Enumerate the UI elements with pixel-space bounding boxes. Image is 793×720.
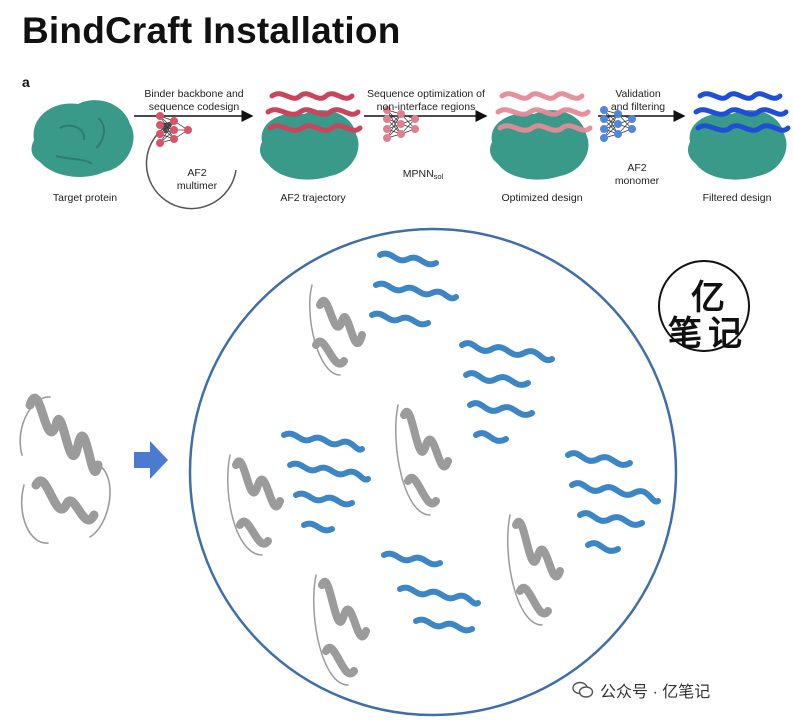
network-label-af2-monomer: AF2 monomer: [610, 162, 664, 188]
network-label-line: multimer: [176, 180, 218, 192]
binder-complex: [507, 450, 661, 626]
network-node: [397, 120, 405, 128]
network-label-main: MPNN: [402, 168, 434, 180]
binder-complex: [313, 550, 481, 686]
network-label-subscript: sol: [433, 172, 444, 181]
design-illustration: [19, 227, 678, 717]
network-label-line: AF2: [187, 167, 207, 179]
arrow-label-line: and filtering: [610, 101, 666, 113]
network-node: [184, 126, 192, 134]
network-label-af2-multimer: AF2 multimer: [172, 167, 222, 193]
network-node: [614, 110, 622, 118]
network-node: [156, 130, 164, 138]
binder-complex: [227, 430, 371, 556]
network-node: [156, 139, 164, 147]
af2-monomer-network-icon: [600, 106, 636, 142]
step-label-filtered-design: Filtered design: [702, 192, 772, 204]
recycle-arc: [145, 122, 237, 210]
network-node: [383, 125, 391, 133]
network-node: [628, 115, 636, 123]
arrow-label-line: Validation: [615, 88, 661, 100]
network-node: [170, 126, 178, 134]
step-label-target-protein: Target protein: [52, 192, 118, 204]
wechat-icon: [572, 681, 594, 698]
binder-complex: [459, 340, 555, 444]
panel-letter: a: [22, 74, 30, 90]
network-node: [628, 125, 636, 133]
logo-char: 记: [708, 314, 742, 354]
brand-logo: 亿 笔 记: [658, 260, 750, 354]
mpnn-network-icon: [383, 106, 419, 142]
watermark-text: 公众号 · 亿笔记: [600, 684, 711, 701]
pipeline-diagram: [31, 91, 791, 210]
network-node: [614, 120, 622, 128]
network-node: [170, 135, 178, 143]
af2-multimer-network-icon: [156, 112, 192, 147]
network-edge: [386, 113, 402, 139]
binder-complex: [395, 404, 452, 516]
design-pool-circle: [188, 227, 678, 717]
network-node: [156, 112, 164, 120]
network-node: [600, 106, 608, 114]
network-node: [383, 134, 391, 142]
network-node: [397, 110, 405, 118]
arrow-label-line: Binder backbone and: [144, 88, 244, 100]
binder-complex: [308, 250, 459, 376]
network-label-line: monomer: [614, 175, 660, 187]
input-scaffold-structure: [19, 393, 111, 544]
arrow-label-optimization: Sequence optimization of non-interface r…: [356, 88, 496, 114]
network-node: [156, 121, 164, 129]
page-title: BindCraft Installation: [22, 10, 401, 51]
arrow-right-icon: [134, 441, 168, 479]
network-node: [600, 115, 608, 123]
watermark: 公众号 · 亿笔记: [572, 678, 710, 702]
arrow-label-codesign: Binder backbone and sequence codesign: [136, 88, 252, 114]
arrow-label-line: non-interface regions: [376, 101, 476, 113]
arrow-label-line: sequence codesign: [148, 101, 240, 113]
network-label-line: AF2: [627, 162, 647, 174]
step-label-optimized-design: Optimized design: [501, 192, 583, 204]
network-edge: [159, 120, 175, 144]
target-protein-blob: [31, 100, 134, 177]
network-node: [383, 115, 391, 123]
step-label-af2-trajectory: AF2 trajectory: [280, 192, 346, 204]
logo-char: 亿: [691, 278, 725, 318]
network-node: [614, 130, 622, 138]
network-node: [383, 106, 391, 114]
filtered-design-blob: [688, 91, 791, 180]
network-node: [600, 134, 608, 142]
network-node: [397, 130, 405, 138]
logo-char: 笔: [668, 314, 702, 354]
arrow-label-line: Sequence optimization of: [367, 88, 485, 100]
network-node: [411, 125, 419, 133]
network-node: [411, 115, 419, 123]
arrow-label-filtering: Validation and filtering: [596, 88, 680, 114]
network-edge: [603, 113, 619, 139]
network-label-mpnn: MPNNsol: [388, 168, 458, 183]
af2-trajectory-blob: [260, 91, 363, 180]
optimized-design-blob: [490, 91, 593, 180]
network-node: [600, 125, 608, 133]
network-node: [170, 117, 178, 125]
